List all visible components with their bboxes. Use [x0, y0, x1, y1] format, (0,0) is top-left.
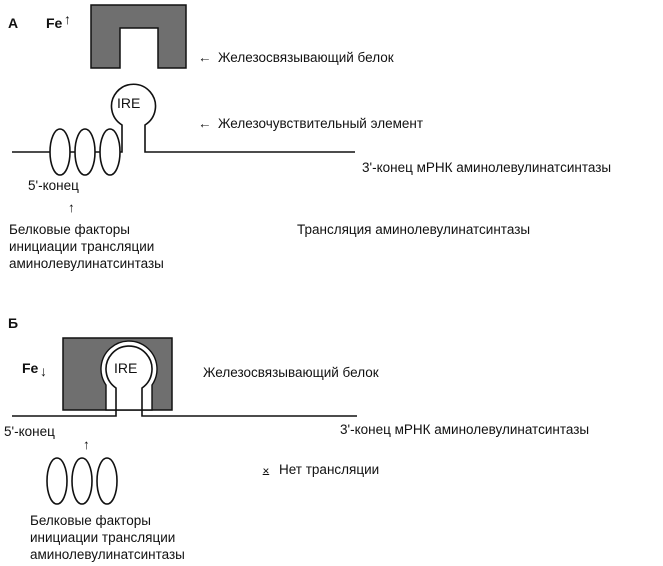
- panel-b-letter: Б: [8, 315, 18, 331]
- panel-a-three-prime-label: 3'-конец мРНК аминолевулинатсинтазы: [362, 160, 611, 175]
- initiation-factor-ellipse: [99, 128, 121, 176]
- panel-b-factors-line-1: Белковые факторы: [30, 513, 151, 528]
- fe-increase-arrow: ↑: [64, 11, 71, 27]
- blocked-arrow-icon: ⨱: [262, 462, 270, 477]
- panel-a-five-prime-label: 5'-конец: [28, 178, 79, 193]
- protein-pointer-arrow: ←: [198, 50, 212, 65]
- panel-b-mrna-line: [12, 345, 357, 417]
- panel-b-factors-line-3: аминолевулинатсинтазы: [30, 547, 185, 562]
- panel-b-blocked-arrow: ↑: [83, 437, 90, 452]
- panel-b-no-translation: Нет трансляции: [279, 462, 379, 477]
- panel-a-translation-result: Трансляция аминолевулинатсинтазы: [297, 222, 530, 237]
- fe-decrease-arrow: ↓: [40, 363, 47, 379]
- panel-a: А Fe ↑ ← Железосвязывающий белок IRE ← Ж…: [8, 4, 611, 271]
- panel-a-factors-line-1: Белковые факторы: [9, 222, 130, 237]
- panel-a-ire-label: IRE: [117, 95, 140, 111]
- initiation-factor-ellipse: [49, 128, 71, 176]
- panel-a-letter: А: [8, 15, 18, 31]
- panel-b-three-prime-label: 3'-конец мРНК аминолевулинатсинтазы: [340, 422, 589, 437]
- ire-binding-pocket: [100, 340, 158, 411]
- detached-factor-ellipse: [71, 457, 93, 505]
- detached-factor-ellipse: [46, 457, 68, 505]
- initiation-factor-ellipse: [74, 128, 96, 176]
- iron-binding-protein-shape: [90, 4, 187, 69]
- panel-b: Б Fe ↓ IRE Железосвязывающий белок 5'-ко…: [4, 315, 589, 562]
- detached-factor-ellipse: [96, 457, 118, 505]
- panel-b-ire-label: IRE: [114, 360, 137, 376]
- panel-a-factors-line-2: инициации трансляции: [9, 239, 154, 254]
- panel-a-factors-line-3: аминолевулинатсинтазы: [9, 256, 164, 271]
- panel-a-factors-arrow: ↑: [68, 200, 75, 215]
- panel-b-factors-line-2: инициации трансляции: [30, 530, 175, 545]
- panel-a-mrna-line: [12, 83, 355, 153]
- panel-a-protein-label: Железосвязывающий белок: [218, 50, 394, 65]
- panel-a-fe-label: Fe: [46, 15, 63, 31]
- element-pointer-arrow: ←: [198, 116, 212, 131]
- panel-b-protein-label: Железосвязывающий белок: [203, 365, 379, 380]
- panel-b-fe-label: Fe: [22, 360, 39, 376]
- panel-b-five-prime-label: 5'-конец: [4, 424, 55, 439]
- panel-a-element-label: Железочувствительный элемент: [218, 116, 423, 131]
